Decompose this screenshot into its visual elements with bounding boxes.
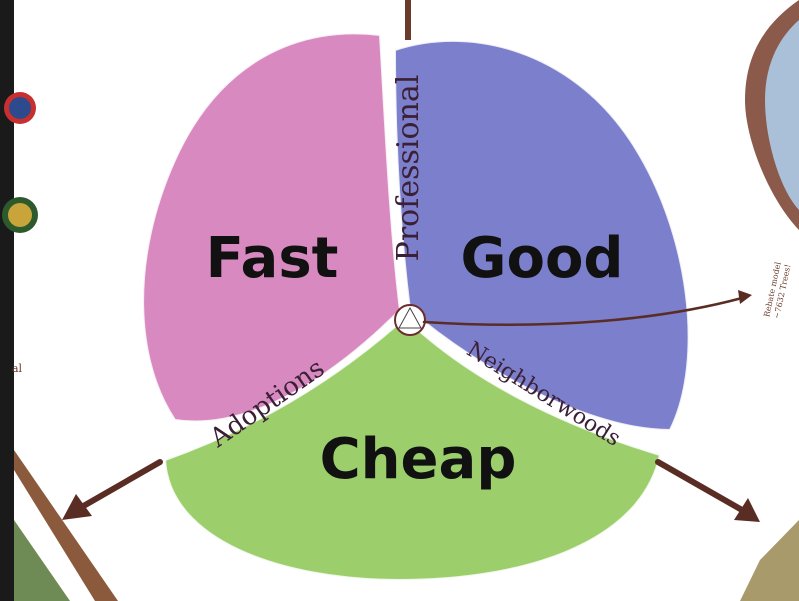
side-note: Rebate model ~7632 Trees! [762, 261, 792, 320]
fast-label: Fast [206, 226, 339, 291]
photo-right [765, 20, 799, 210]
arrow-right [655, 459, 745, 513]
center-triangle [398, 306, 422, 329]
photo-corner-left [14, 520, 70, 601]
cheap-label: Cheap [320, 427, 517, 492]
professional-label: Professional [391, 75, 426, 262]
arrow-right-head [734, 498, 760, 522]
badge-inner-icon [8, 203, 32, 227]
arrow-left-head [62, 494, 92, 520]
arrow-curved [422, 296, 744, 326]
photo-corner-right [740, 520, 799, 601]
good-label: Good [461, 226, 624, 291]
photo-frame-left [14, 450, 118, 601]
arrows [62, 290, 760, 522]
arrow-left [77, 459, 163, 511]
left-edge-text: al [12, 362, 23, 375]
left-border [0, 0, 14, 601]
arrow-curved-head [738, 290, 752, 304]
seal-inner-icon [9, 97, 31, 119]
